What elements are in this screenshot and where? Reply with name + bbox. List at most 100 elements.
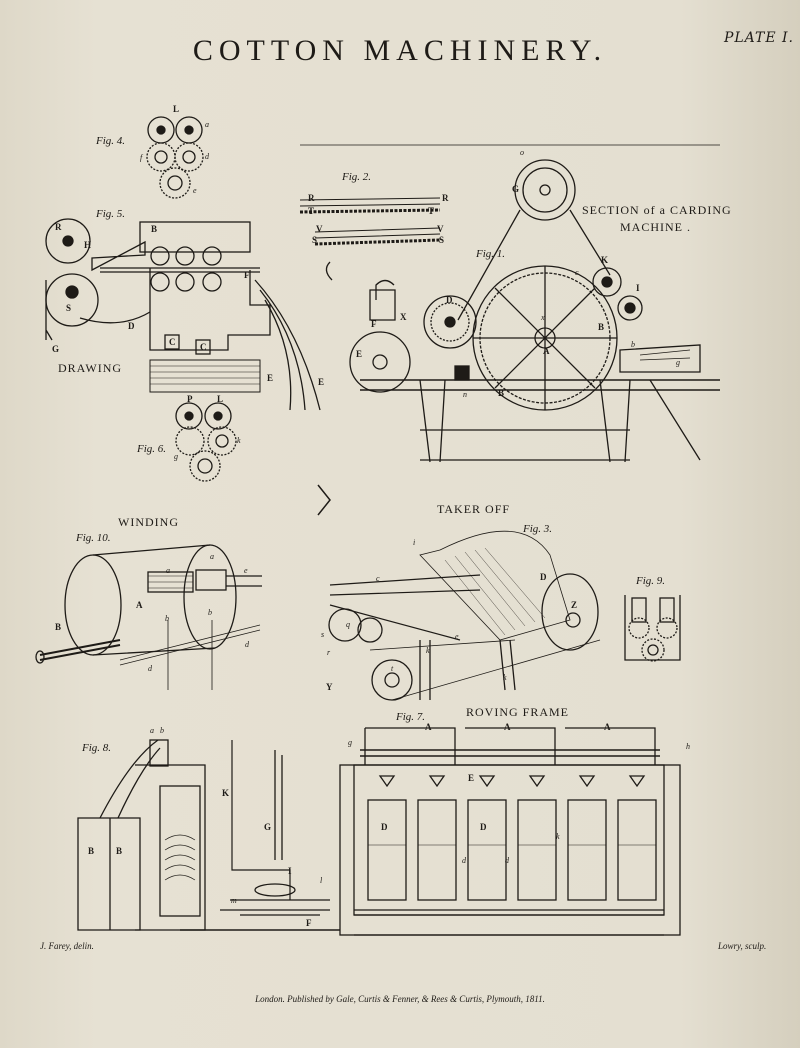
ref-letter: e xyxy=(193,186,197,195)
fig4-gears xyxy=(146,116,204,199)
ref-letter: m xyxy=(231,896,237,905)
fig1-label: Fig. 1. xyxy=(476,248,506,260)
ref-letter: k xyxy=(426,646,430,655)
ref-letter: k xyxy=(556,832,560,841)
ref-letter: I xyxy=(288,866,292,876)
ref-letter: P xyxy=(187,394,193,404)
fig4-label: Fig. 4. xyxy=(96,135,126,147)
ref-letter: d xyxy=(245,640,249,649)
drawing-caption: DRAWING xyxy=(58,361,123,375)
ref-letter: B xyxy=(116,846,123,856)
ref-letter: A xyxy=(604,722,611,732)
fig5-drawing-frame xyxy=(45,218,321,411)
fig8-mule-spindle xyxy=(77,739,340,931)
ref-letter: X xyxy=(400,312,407,322)
ref-letter: D xyxy=(540,572,547,582)
ref-letter: a xyxy=(205,120,209,129)
ref-letter: g xyxy=(348,738,352,747)
fig6-gears xyxy=(175,402,237,482)
roving-frame-caption: ROVING FRAME xyxy=(466,705,570,719)
ref-letter: n xyxy=(463,390,467,399)
carding-caption: SECTION of a CARDING xyxy=(582,203,732,217)
ref-letter: G xyxy=(264,822,272,832)
ref-letter: A xyxy=(543,346,550,356)
ref-letter: L xyxy=(217,394,224,404)
ref-letter: h xyxy=(686,742,690,751)
fig1-carding-machine xyxy=(300,144,720,463)
ref-letter: B xyxy=(598,322,605,332)
ref-letter: S xyxy=(66,303,72,313)
ref-letter: E xyxy=(468,773,475,783)
ref-letter: D xyxy=(128,321,135,331)
ref-letter: r xyxy=(327,648,331,657)
ref-letter: B xyxy=(151,224,158,234)
plate-title: COTTON MACHINERY. xyxy=(192,34,608,67)
ref-letter: F xyxy=(244,270,250,280)
ref-letter: b xyxy=(160,726,164,735)
fig9-label: Fig. 9. xyxy=(636,575,666,587)
ref-letter: a xyxy=(150,726,154,735)
ref-letter: S xyxy=(312,235,318,245)
ref-letter: d xyxy=(148,664,152,673)
winding-caption: WINDING xyxy=(118,515,179,529)
fig10-label: Fig. 10. xyxy=(76,532,111,544)
ref-letter: B xyxy=(88,846,95,856)
ref-letter: A xyxy=(425,722,432,732)
ref-letter: b xyxy=(631,340,635,349)
ref-letter: s xyxy=(321,630,325,639)
fig8-label: Fig. 8. xyxy=(82,742,112,754)
ref-letter: R xyxy=(308,193,315,203)
ref-letter: G xyxy=(52,344,60,354)
publisher-imprint: London. Published by Gale, Curtis & Fenn… xyxy=(255,994,545,1004)
ref-letter: a xyxy=(210,552,214,561)
ref-letter: H xyxy=(84,240,92,250)
fig9-rollers xyxy=(624,595,681,662)
ref-letter: d xyxy=(205,152,209,161)
fig2-label: Fig. 2. xyxy=(342,171,372,183)
ref-letter: C xyxy=(200,342,207,352)
ref-letter: E xyxy=(318,377,325,387)
fig5-label: Fig. 5. xyxy=(96,208,126,220)
ref-letter: T xyxy=(428,206,435,216)
ref-letter: t xyxy=(391,664,394,673)
ref-letter: d xyxy=(505,856,509,865)
ref-letter: Z xyxy=(571,600,578,610)
ref-letter: V xyxy=(437,224,444,234)
ref-letter: D xyxy=(480,822,487,832)
fig10-winding-machine xyxy=(35,544,262,690)
ref-letter: q xyxy=(346,620,350,629)
ref-letter: i xyxy=(413,538,416,547)
ref-letter: I xyxy=(636,283,640,293)
ref-letter: o xyxy=(520,148,524,157)
taker-off-caption: TAKER OFF xyxy=(437,502,511,516)
ref-letter: F xyxy=(306,918,312,928)
ref-letter: c xyxy=(575,268,579,277)
fig7-label: Fig. 7. xyxy=(396,711,426,723)
ref-letter: d xyxy=(462,856,466,865)
plate-number: PLATE I. xyxy=(723,30,794,46)
ref-letter: b xyxy=(165,614,169,623)
ref-letter: K xyxy=(222,788,230,798)
ref-letter: g xyxy=(174,452,178,461)
fig7-roving-frame xyxy=(339,727,681,936)
taker-off-arrow xyxy=(317,484,331,516)
ref-letter: e xyxy=(455,632,459,641)
ref-letter: c xyxy=(376,574,380,583)
ref-letter: E xyxy=(267,373,274,383)
ref-letter: e xyxy=(244,566,248,575)
ref-letter: A xyxy=(504,722,511,732)
ref-letter: a xyxy=(166,566,170,575)
ref-letter: k xyxy=(503,673,507,682)
fig2-card-strips xyxy=(299,197,441,281)
ref-letter: x xyxy=(541,313,545,322)
ref-letter: V xyxy=(316,224,323,234)
carding-caption-2: MACHINE . xyxy=(620,220,691,234)
ref-letter: S xyxy=(439,235,445,245)
delineator-credit: J. Farey, delin. xyxy=(40,941,94,951)
engraver-credit: Lowry, sculp. xyxy=(718,941,767,951)
ref-letter: B xyxy=(55,622,62,632)
ref-letter: T xyxy=(308,206,315,216)
ref-letter: L xyxy=(173,104,180,114)
